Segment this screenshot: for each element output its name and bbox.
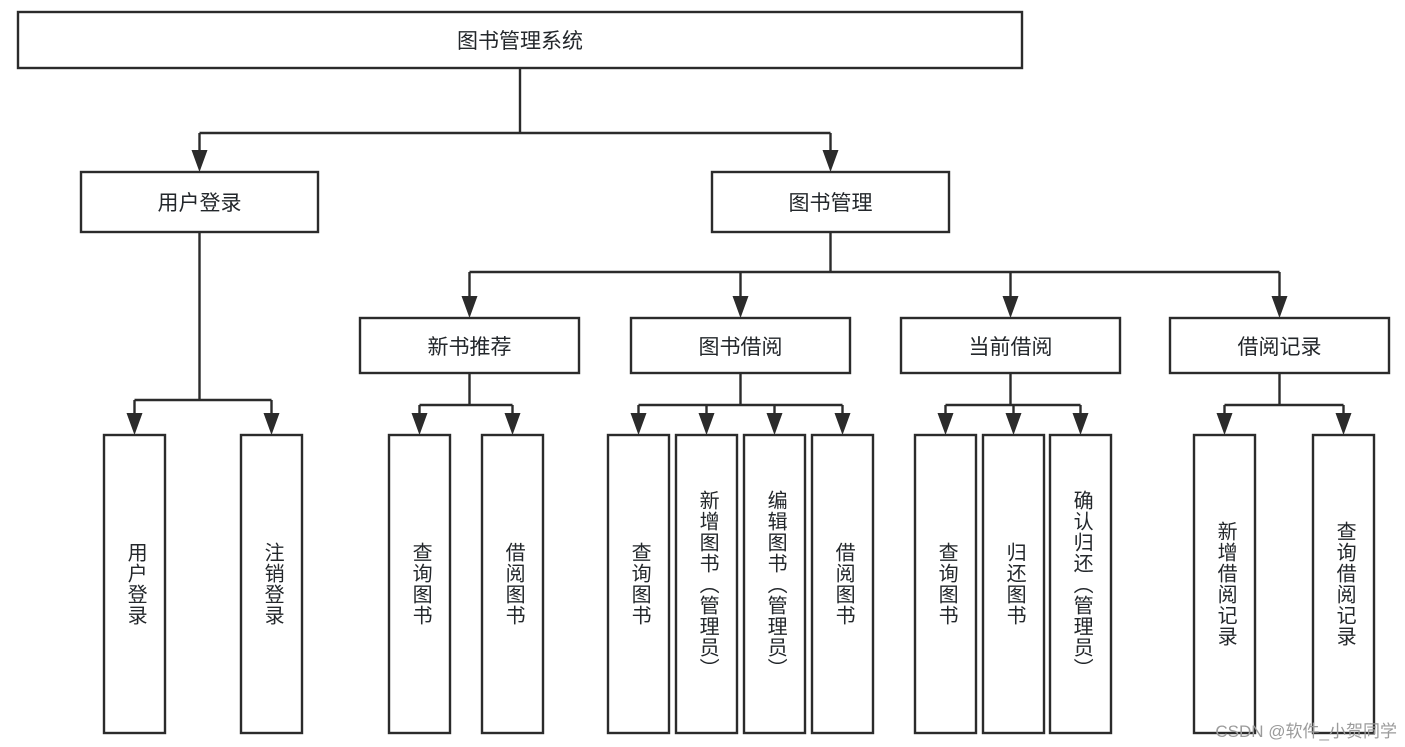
edge-root-trunk xyxy=(191,68,839,172)
node-new-book-recommend[interactable] xyxy=(358,316,581,375)
edge-book-manage-branch xyxy=(461,232,1288,318)
edge-borrow-record-branch xyxy=(1216,373,1352,435)
edge-layer xyxy=(126,68,1352,435)
edge-book-borrow-branch xyxy=(630,373,851,435)
leaf-query-book-3[interactable] xyxy=(913,433,978,735)
node-current-borrow[interactable] xyxy=(899,316,1122,375)
leaf-confirm-return-admin[interactable] xyxy=(1048,433,1113,735)
box-layer xyxy=(16,10,1391,735)
node-user-login[interactable] xyxy=(79,170,320,234)
edge-user-login-branch xyxy=(126,232,280,435)
edge-new-book-branch xyxy=(411,373,521,435)
node-book-borrow[interactable] xyxy=(629,316,852,375)
leaf-edit-book-admin[interactable] xyxy=(742,433,807,735)
leaf-return-book[interactable] xyxy=(981,433,1046,735)
leaf-query-book-1[interactable] xyxy=(387,433,452,735)
edge-current-borrow-branch xyxy=(937,373,1089,435)
leaf-logout-login[interactable] xyxy=(239,433,304,735)
leaf-borrow-book-2[interactable] xyxy=(810,433,875,735)
leaf-query-book-2[interactable] xyxy=(606,433,671,735)
leaf-user-login[interactable] xyxy=(102,433,167,735)
node-root[interactable] xyxy=(16,10,1024,70)
leaf-add-borrow-record[interactable] xyxy=(1192,433,1257,735)
node-borrow-record[interactable] xyxy=(1168,316,1391,375)
watermark-text: CSDN @软件_小贺同学 xyxy=(1215,722,1397,741)
node-book-management[interactable] xyxy=(710,170,951,234)
leaf-borrow-book-1[interactable] xyxy=(480,433,545,735)
leaf-add-book-admin[interactable] xyxy=(674,433,739,735)
leaf-query-borrow-record[interactable] xyxy=(1311,433,1376,735)
